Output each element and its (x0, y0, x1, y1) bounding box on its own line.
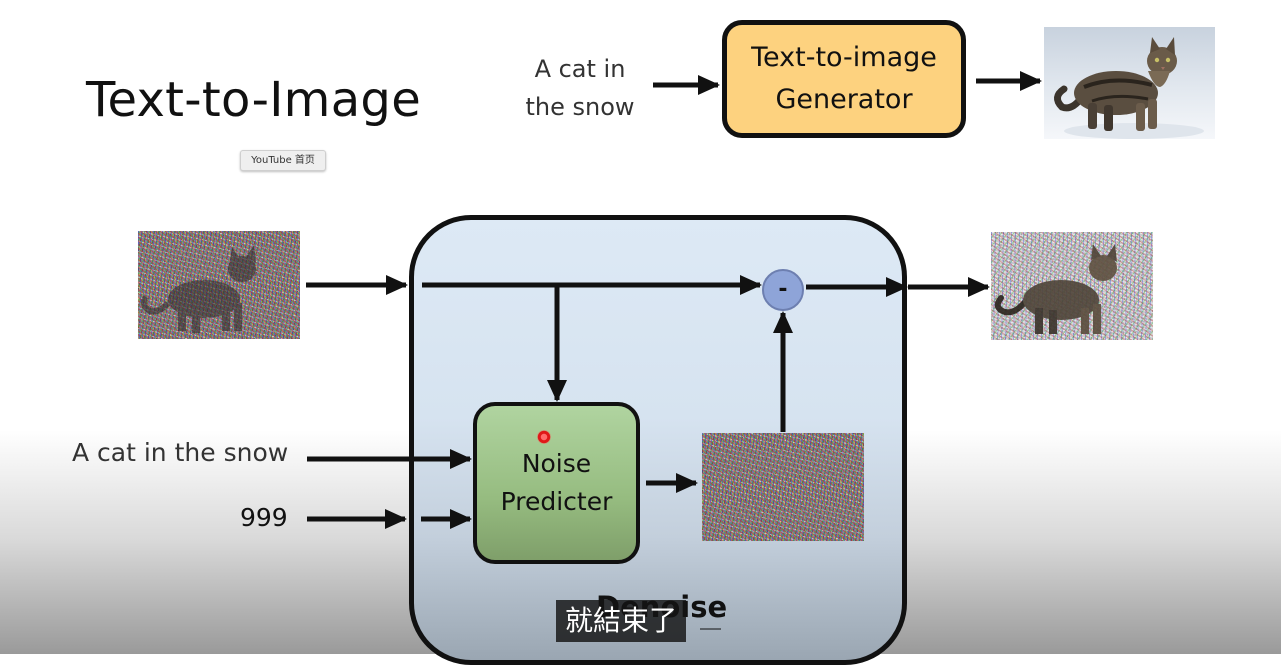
predicted-noise-image (702, 433, 864, 541)
top-prompt-line-1: A cat in (534, 55, 626, 83)
noisy-cat-silhouette (140, 245, 256, 333)
subtract-node: - (762, 269, 804, 311)
less-noisy-cat-output-image (991, 232, 1153, 340)
top-prompt-line-2: the snow (525, 93, 635, 121)
pointer-cursor-icon (537, 430, 551, 444)
cat-photo-art (1054, 37, 1204, 139)
video-subtitle: 就結束了 (556, 600, 687, 642)
generator-label-line-1: Text-to-image (751, 42, 937, 73)
generator-label-line-2: Generator (775, 84, 913, 115)
text-to-image-generator-box: Text-to-image Generator (722, 20, 966, 138)
step-number-label: 999 (240, 503, 288, 532)
cat-in-snow-photo (1044, 27, 1215, 139)
slide-title: Text-to-Image (86, 72, 422, 128)
noise-predicter-label-line-1: Noise (521, 449, 592, 478)
top-prompt-text: A cat in the snow (505, 50, 655, 126)
less-noisy-cat-silhouette (994, 244, 1117, 334)
youtube-home-tooltip: YouTube 首页 (240, 150, 326, 171)
noise-predicter-label-line-2: Predicter (500, 487, 613, 516)
noise-predicter-box: Noise Predicter (473, 402, 640, 564)
noisy-cat-input-image (138, 231, 300, 339)
condition-text-label: A cat in the snow (72, 438, 289, 467)
